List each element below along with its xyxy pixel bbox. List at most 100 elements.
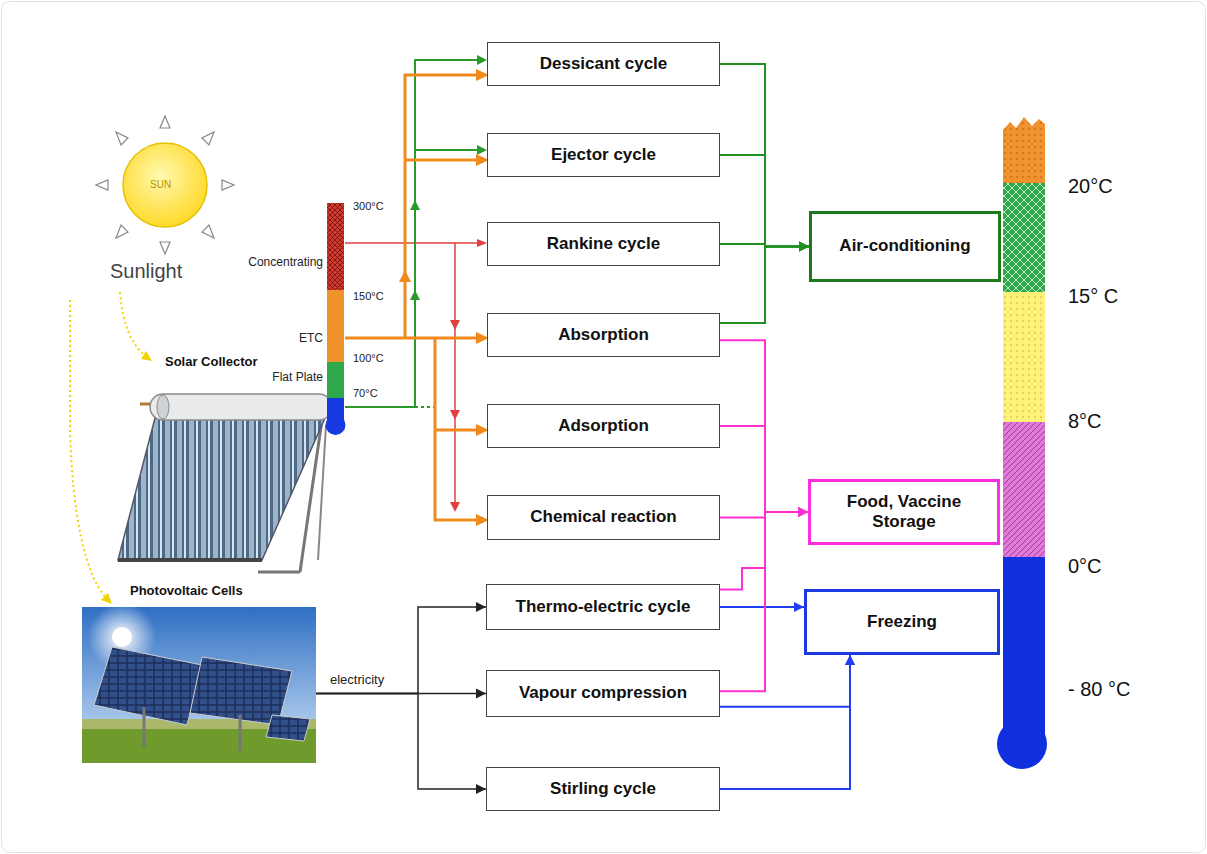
annotation-label: ETC <box>299 331 323 345</box>
process-box: Absorption <box>487 313 720 357</box>
arrow-head <box>798 507 808 517</box>
box-text-group: Freezing <box>867 612 937 632</box>
heat-supply-head <box>410 290 420 300</box>
process-box: Ejector cycle <box>487 133 720 177</box>
annotation-label: 15° C <box>1068 285 1118 308</box>
box-text-group: Absorption <box>558 325 649 345</box>
process-box: Stirling cycle <box>486 767 720 811</box>
collector-thermometer <box>326 203 346 435</box>
flow-connector <box>720 655 850 789</box>
heat-supply-head <box>477 145 487 155</box>
photovoltaic-panel: Photovoltaic Cells <box>82 607 316 763</box>
temperature-scale <box>997 117 1047 769</box>
box-label: Stirling cycle <box>550 779 656 799</box>
annotation-label: Flat Plate <box>272 370 323 384</box>
solar-collector <box>318 425 326 560</box>
heat-supply-head <box>477 55 487 65</box>
arrow-head <box>798 507 808 517</box>
box-label: Absorption <box>558 325 649 345</box>
solar-collector <box>258 571 300 574</box>
box-label: Ejector cycle <box>551 145 656 165</box>
solar-collector <box>150 394 332 420</box>
sun <box>160 242 170 254</box>
heat-supply-line <box>454 243 456 505</box>
collector-thermometer <box>327 362 344 398</box>
annotation-label: 70°C <box>353 387 378 399</box>
box-text-group: Rankine cycle <box>547 234 660 254</box>
annotation-label: 20°C <box>1068 175 1113 198</box>
process-box: Dessicant cycle <box>487 42 720 86</box>
heat-supply-head <box>410 200 420 210</box>
heat-supply-head <box>399 270 411 282</box>
ray-head <box>101 593 112 604</box>
annotation-label: Solar Collector <box>165 354 257 369</box>
box-text-group: Adsorption <box>558 416 649 436</box>
arrow-head <box>476 784 486 794</box>
solar-collector <box>157 395 169 419</box>
arrow-head <box>798 507 808 517</box>
arrow-head <box>799 242 809 252</box>
flow-connector <box>720 64 809 247</box>
heat-supply-line <box>345 60 478 407</box>
arrow-head <box>798 507 808 517</box>
arrow-head <box>845 655 855 665</box>
flow-connector <box>720 426 808 512</box>
annotation-label: 300°C <box>353 200 384 212</box>
temperature-scale <box>1003 422 1045 557</box>
sun <box>116 132 128 145</box>
box-text-group: Thermo-electric cycle <box>516 597 691 617</box>
box-label: Adsorption <box>558 416 649 436</box>
flow-connector <box>720 512 808 691</box>
sun <box>202 225 214 238</box>
annotation-label: SUN <box>150 179 171 190</box>
box-label: Air-conditioning <box>839 236 970 256</box>
box-text-group: Food, Vaccine Storage <box>824 492 984 533</box>
light-ray <box>120 292 146 356</box>
box-text-group: Ejector cycle <box>551 145 656 165</box>
box-label: Rankine cycle <box>547 234 660 254</box>
annotation-label: 150°C <box>353 290 384 302</box>
arrow-head <box>799 242 809 252</box>
arrow-head <box>798 507 808 517</box>
solar-collector <box>118 394 340 572</box>
temperature-scale <box>1003 117 1045 183</box>
box-text-group: Chemical reaction <box>530 507 676 527</box>
process-box: Vapour compression <box>486 670 720 717</box>
box-text-group: Air-conditioning <box>839 236 970 256</box>
arrow-head <box>799 242 809 252</box>
heat-supply-head <box>450 410 460 420</box>
sun <box>202 132 214 145</box>
annotation-label: 0°C <box>1068 555 1102 578</box>
arrow-head <box>845 655 855 665</box>
collector-thermometer <box>327 203 344 290</box>
application-box: Freezing <box>804 589 1000 655</box>
box-label: Thermo-electric cycle <box>516 597 691 617</box>
box-label: Freezing <box>867 612 937 632</box>
box-text-group: Stirling cycle <box>550 779 656 799</box>
solar-collector <box>118 418 325 560</box>
process-box: Rankine cycle <box>487 222 720 266</box>
heat-supply-head <box>399 55 489 526</box>
solar-collector <box>140 403 150 406</box>
sun <box>123 143 207 227</box>
heat-supply-line <box>345 60 478 520</box>
heat-supply-line <box>415 406 434 408</box>
sun <box>160 116 170 128</box>
light-ray <box>70 300 106 598</box>
process-box: Chemical reaction <box>487 495 720 540</box>
application-box: Food, Vaccine Storage <box>808 479 1000 545</box>
temperature-scale <box>1003 292 1045 422</box>
process-box: Thermo-electric cycle <box>486 584 720 630</box>
connector-label: electricity <box>328 672 386 687</box>
collector-thermometer <box>327 290 344 362</box>
box-label: Dessicant cycle <box>540 54 668 74</box>
temperature-scale <box>1003 557 1045 737</box>
heat-supply-head <box>450 502 460 512</box>
flow-connector <box>720 155 809 247</box>
solar-collector <box>118 558 262 562</box>
flow-connector <box>720 655 850 707</box>
arrow-head <box>794 602 804 612</box>
sun <box>222 180 234 190</box>
arrow-head <box>476 689 486 699</box>
